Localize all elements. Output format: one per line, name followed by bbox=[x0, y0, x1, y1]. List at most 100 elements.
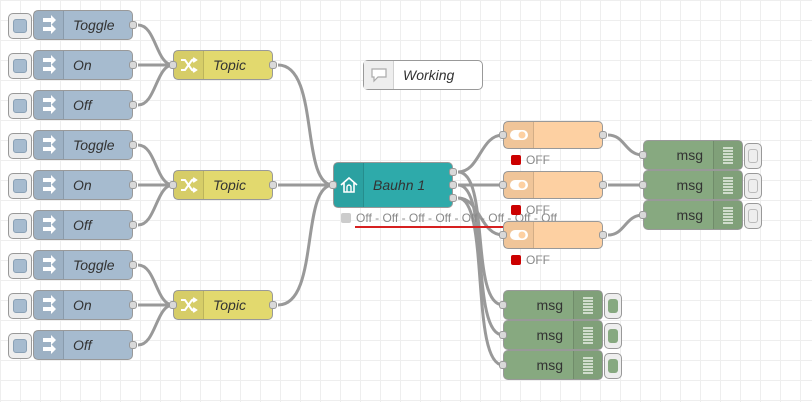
change-label: Topic bbox=[213, 177, 246, 193]
debug-node-msg[interactable]: msg bbox=[499, 350, 622, 380]
input-port[interactable] bbox=[169, 181, 177, 189]
debug-node-msg[interactable]: msg bbox=[499, 290, 622, 320]
output-port-1[interactable] bbox=[449, 168, 457, 176]
wire bbox=[607, 213, 644, 237]
inject-node-toggle[interactable]: Toggle bbox=[8, 250, 137, 280]
wire bbox=[457, 183, 504, 337]
output-port[interactable] bbox=[599, 181, 607, 189]
input-port[interactable] bbox=[329, 181, 337, 189]
debug-list-icon bbox=[713, 171, 742, 199]
change-label: Topic bbox=[213, 297, 246, 313]
inject-trigger-button[interactable] bbox=[8, 13, 32, 39]
comment-label: Working bbox=[403, 67, 455, 83]
switch-node[interactable] bbox=[499, 121, 607, 149]
switch-status: OFF bbox=[511, 253, 550, 267]
inject-label: Off bbox=[73, 337, 92, 353]
inject-trigger-button[interactable] bbox=[8, 253, 32, 279]
debug-toggle-button[interactable] bbox=[604, 293, 622, 319]
debug-node-msg[interactable]: msg bbox=[639, 200, 762, 230]
output-port-2[interactable] bbox=[449, 181, 457, 189]
input-port[interactable] bbox=[499, 231, 507, 239]
input-port[interactable] bbox=[499, 131, 507, 139]
status-dot bbox=[511, 205, 521, 215]
output-port[interactable] bbox=[599, 131, 607, 139]
output-port[interactable] bbox=[269, 61, 277, 69]
debug-label: msg bbox=[676, 177, 703, 193]
toggle-switch-icon bbox=[504, 222, 534, 248]
output-port[interactable] bbox=[269, 301, 277, 309]
output-port[interactable] bbox=[129, 221, 137, 229]
inject-trigger-button[interactable] bbox=[8, 213, 32, 239]
inject-node-toggle[interactable]: Toggle bbox=[8, 10, 137, 40]
switch-status: OFF bbox=[511, 153, 550, 167]
input-port[interactable] bbox=[499, 361, 507, 369]
debug-node-msg[interactable]: msg bbox=[639, 140, 762, 170]
inject-label: On bbox=[73, 177, 92, 193]
debug-toggle-button[interactable] bbox=[744, 143, 762, 169]
input-port[interactable] bbox=[639, 151, 647, 159]
debug-toggle-button[interactable] bbox=[744, 173, 762, 199]
switch-status-text: OFF bbox=[526, 203, 550, 217]
change-node-topic[interactable]: Topic bbox=[169, 170, 277, 200]
output-port[interactable] bbox=[129, 181, 137, 189]
input-port[interactable] bbox=[169, 61, 177, 69]
switch-node[interactable] bbox=[499, 221, 607, 249]
input-port[interactable] bbox=[169, 301, 177, 309]
change-node-topic[interactable]: Topic bbox=[169, 50, 277, 80]
debug-toggle-button[interactable] bbox=[744, 203, 762, 229]
inject-label: Toggle bbox=[73, 137, 115, 153]
debug-node-msg[interactable]: msg bbox=[499, 320, 622, 350]
inject-trigger-button[interactable] bbox=[8, 133, 32, 159]
wire bbox=[457, 170, 504, 307]
output-port[interactable] bbox=[129, 61, 137, 69]
wire bbox=[457, 133, 504, 174]
wire bbox=[607, 133, 644, 157]
inject-node-on[interactable]: On bbox=[8, 170, 137, 200]
debug-toggle-button[interactable] bbox=[604, 353, 622, 379]
output-port[interactable] bbox=[129, 341, 137, 349]
inject-node-on[interactable]: On bbox=[8, 50, 137, 80]
inject-trigger-button[interactable] bbox=[8, 53, 32, 79]
wire bbox=[137, 143, 174, 187]
switch-status-text: OFF bbox=[526, 253, 550, 267]
output-port[interactable] bbox=[599, 231, 607, 239]
inject-node-on[interactable]: On bbox=[8, 290, 137, 320]
output-port[interactable] bbox=[129, 21, 137, 29]
debug-toggle-button[interactable] bbox=[604, 323, 622, 349]
inject-node-off[interactable]: Off bbox=[8, 90, 137, 120]
status-dot bbox=[341, 213, 351, 223]
output-port[interactable] bbox=[129, 101, 137, 109]
inject-arrow-icon bbox=[34, 171, 64, 199]
inject-node-toggle[interactable]: Toggle bbox=[8, 130, 137, 160]
status-dot bbox=[511, 155, 521, 165]
input-port[interactable] bbox=[499, 301, 507, 309]
wire bbox=[277, 63, 334, 187]
inject-node-off[interactable]: Off bbox=[8, 330, 137, 360]
inject-trigger-button[interactable] bbox=[8, 293, 32, 319]
debug-list-icon bbox=[573, 351, 602, 379]
inject-trigger-button[interactable] bbox=[8, 93, 32, 119]
input-port[interactable] bbox=[639, 211, 647, 219]
debug-node-msg[interactable]: msg bbox=[639, 170, 762, 200]
switch-node[interactable] bbox=[499, 171, 607, 199]
output-port[interactable] bbox=[129, 261, 137, 269]
inject-trigger-button[interactable] bbox=[8, 173, 32, 199]
input-port[interactable] bbox=[499, 181, 507, 189]
inject-label: Toggle bbox=[73, 257, 115, 273]
debug-label: msg bbox=[676, 147, 703, 163]
output-port-3[interactable] bbox=[449, 194, 457, 202]
input-port[interactable] bbox=[639, 181, 647, 189]
inject-label: On bbox=[73, 57, 92, 73]
output-port[interactable] bbox=[129, 141, 137, 149]
input-port[interactable] bbox=[499, 331, 507, 339]
inject-trigger-button[interactable] bbox=[8, 333, 32, 359]
bauhn-plug-node[interactable]: Bauhn 1 bbox=[329, 162, 457, 208]
output-port[interactable] bbox=[269, 181, 277, 189]
debug-list-icon bbox=[713, 141, 742, 169]
wire bbox=[137, 63, 174, 107]
output-port[interactable] bbox=[129, 301, 137, 309]
comment-node-working[interactable]: Working bbox=[363, 60, 483, 90]
change-node-topic[interactable]: Topic bbox=[169, 290, 277, 320]
inject-arrow-icon bbox=[34, 51, 64, 79]
inject-node-off[interactable]: Off bbox=[8, 210, 137, 240]
